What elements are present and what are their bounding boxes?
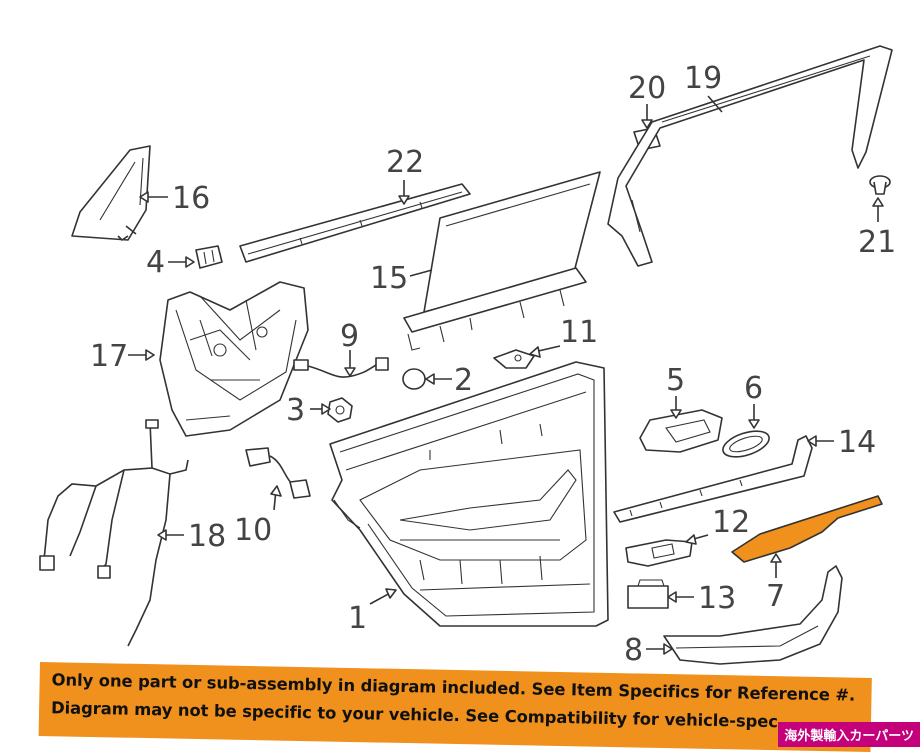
callout-9: 9 <box>340 319 359 354</box>
callout-22: 22 <box>386 145 424 180</box>
callout-6: 6 <box>744 371 763 406</box>
part-21-push-pin[interactable] <box>869 175 891 195</box>
part-13-switch[interactable] <box>627 579 669 609</box>
callout-10: 10 <box>234 513 272 548</box>
callout-7: 7 <box>766 579 785 614</box>
part-5-inside-handle[interactable] <box>639 409 723 453</box>
part-3-nut[interactable] <box>327 397 353 423</box>
callout-5: 5 <box>666 363 685 398</box>
part-12-switch[interactable] <box>625 539 693 567</box>
callout-21: 21 <box>858 225 896 260</box>
callout-19: 19 <box>684 61 722 96</box>
part-22-window-sweep[interactable] <box>239 183 471 263</box>
part-16-pillar-trim[interactable] <box>71 145 151 241</box>
part-8-armrest-pad[interactable] <box>663 565 843 665</box>
callout-20: 20 <box>628 71 666 106</box>
part-18-wiring-harness[interactable] <box>39 419 189 647</box>
callout-18: 18 <box>188 519 226 554</box>
part-15-sunshade[interactable] <box>403 171 601 351</box>
callout-3: 3 <box>286 393 305 428</box>
callout-12: 12 <box>712 505 750 540</box>
disclaimer-line-2: Diagram may not be specific to your vehi… <box>50 698 779 732</box>
callout-14: 14 <box>838 425 876 460</box>
callout-4: 4 <box>146 245 165 280</box>
leader-arrows <box>128 95 884 655</box>
part-19-pillar-garnish[interactable] <box>607 45 893 267</box>
callout-labels: 20 19 16 22 4 15 21 9 11 17 2 3 5 6 14 1… <box>90 61 896 668</box>
part-2-plug[interactable] <box>402 368 426 390</box>
part-4-clip[interactable] <box>195 245 223 269</box>
part-9-cable[interactable] <box>293 357 389 378</box>
callout-15: 15 <box>370 261 408 296</box>
callout-11: 11 <box>560 315 598 350</box>
part-1-door-trim-panel[interactable] <box>329 361 609 627</box>
callout-8: 8 <box>624 633 643 668</box>
shop-tag: 海外製輸入カーパーツ <box>778 722 920 747</box>
callout-17: 17 <box>90 339 128 374</box>
callout-16: 16 <box>172 181 210 216</box>
part-7-applique-highlighted[interactable] <box>731 495 883 563</box>
part-10-cable[interactable] <box>245 447 311 499</box>
part-6-bezel[interactable] <box>720 426 772 462</box>
callout-1: 1 <box>348 601 367 636</box>
callout-13: 13 <box>698 581 736 616</box>
part-11-bracket[interactable] <box>493 349 535 369</box>
callout-2: 2 <box>454 363 473 398</box>
disclaimer-line-1: Only one part or sub-assembly in diagram… <box>51 670 856 705</box>
